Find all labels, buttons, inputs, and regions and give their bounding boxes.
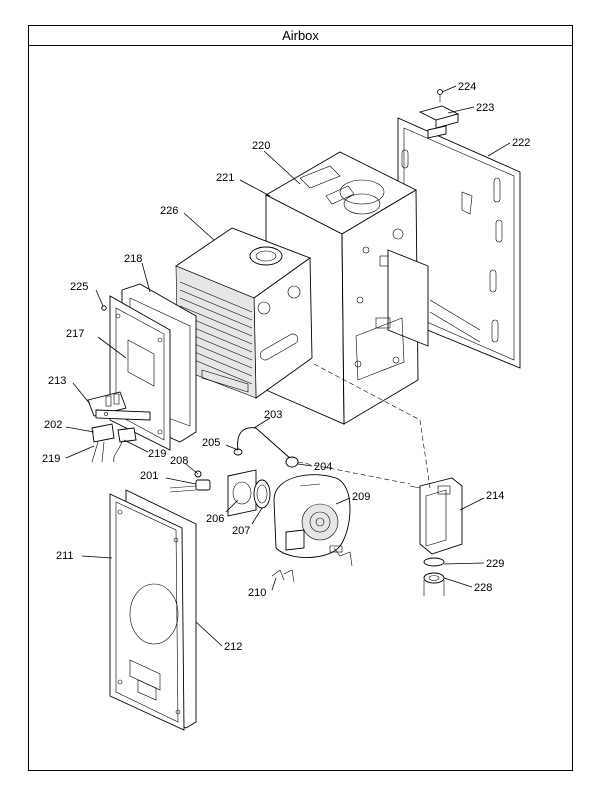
label-221: 221 — [216, 172, 234, 184]
label-229: 229 — [486, 558, 504, 570]
label-207: 207 — [232, 525, 250, 537]
label-204: 204 — [314, 461, 332, 473]
part-225-screw — [101, 305, 107, 311]
label-226: 226 — [160, 205, 178, 217]
part-210-clips — [271, 569, 295, 583]
label-220: 220 — [252, 140, 270, 152]
label-206: 206 — [206, 513, 224, 525]
part-205-pipe-nut — [233, 448, 243, 456]
part-209-fan — [273, 474, 353, 567]
part-206-venturi-plate — [227, 469, 257, 517]
part-202-ignition-electrode — [91, 423, 115, 463]
label-219-right: 219 — [148, 448, 166, 460]
label-203: 203 — [264, 409, 282, 421]
label-225: 225 — [70, 281, 88, 293]
label-201: 201 — [140, 470, 158, 482]
label-205: 205 — [202, 437, 220, 449]
label-222: 222 — [512, 137, 530, 149]
label-228: 228 — [474, 582, 492, 594]
label-208: 208 — [170, 455, 188, 467]
label-202: 202 — [44, 419, 62, 431]
part-203-gas-pipe — [237, 427, 293, 461]
part-228-pipe — [423, 572, 445, 596]
part-211-front-cover — [109, 493, 185, 731]
part-213-electrode-assembly — [87, 391, 151, 421]
label-210: 210 — [248, 587, 266, 599]
label-209: 209 — [352, 491, 370, 503]
part-224-screw — [437, 89, 443, 102]
label-213: 213 — [48, 375, 66, 387]
label-212: 212 — [224, 641, 242, 653]
part-labels: 224 223 222 220 221 226 218 225 217 213 … — [42, 81, 530, 653]
part-229-gasket — [423, 557, 445, 567]
leader-lines — [65, 85, 511, 647]
part-201-injector — [169, 479, 211, 493]
diagram-frame: Airbox — [28, 25, 573, 771]
label-218: 218 — [124, 253, 142, 265]
label-211: 211 — [56, 550, 74, 562]
part-223-bracket — [418, 105, 460, 129]
part-222-mounting-plate — [397, 117, 521, 369]
diagram-title: Airbox — [29, 26, 572, 46]
part-214-pump-block — [313, 363, 463, 555]
part-207-seal-ring — [253, 479, 271, 509]
label-214: 214 — [486, 490, 504, 502]
label-217: 217 — [66, 328, 84, 340]
label-224: 224 — [458, 81, 476, 93]
part-204-pipe-fitting — [285, 456, 411, 485]
part-219-leads — [113, 427, 137, 463]
label-223: 223 — [476, 102, 494, 114]
label-219-left: 219 — [42, 453, 60, 465]
